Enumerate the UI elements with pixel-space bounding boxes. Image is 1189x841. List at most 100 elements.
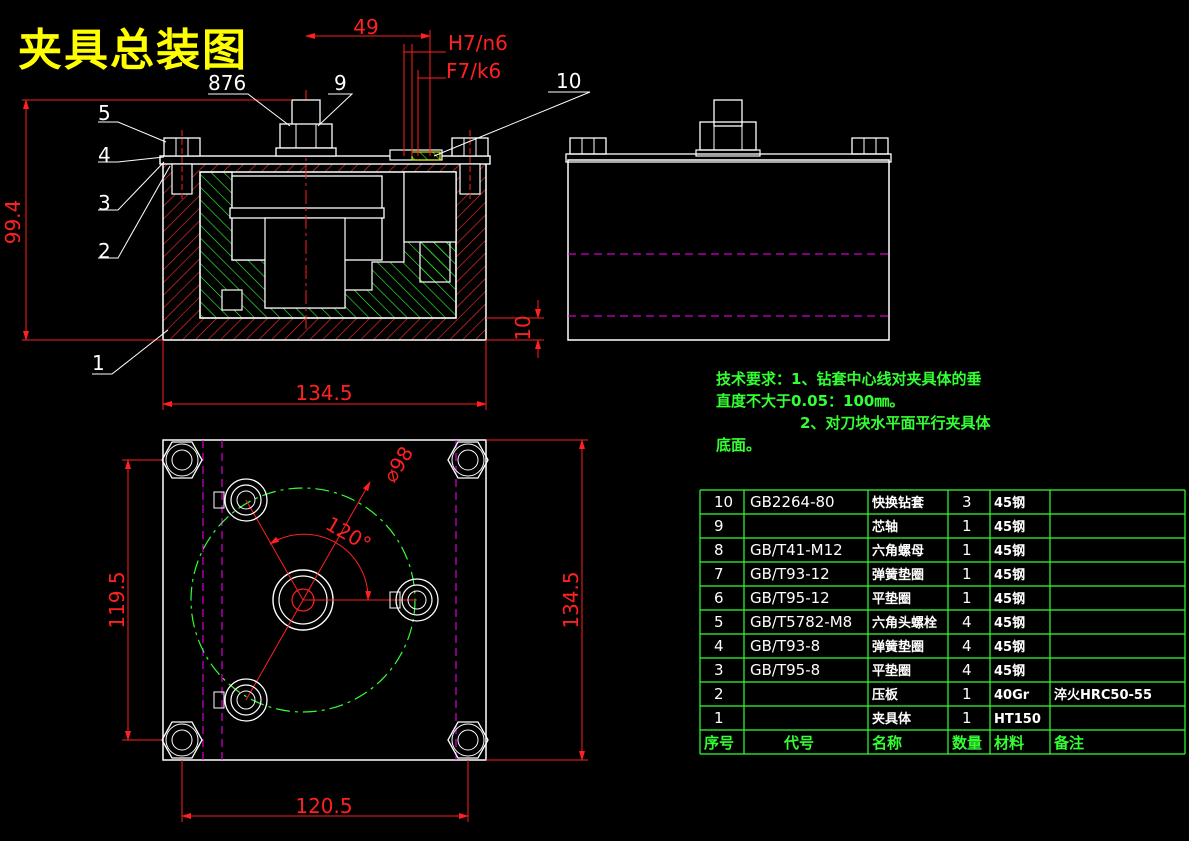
bom-cell-code: GB/T95-8 xyxy=(750,661,820,679)
leader-876: 876 xyxy=(208,71,246,95)
bom-cell-qty: 1 xyxy=(962,589,972,607)
leader-labels: 876 9 10 5 4 3 2 1 xyxy=(92,69,581,375)
bom-header-no: 序号 xyxy=(704,734,734,752)
part-leaders xyxy=(92,91,591,375)
bom-header-remark: 备注 xyxy=(1053,734,1084,752)
fit-f7k6: F7/k6 xyxy=(446,59,501,83)
dim-angle-120: 120° xyxy=(322,511,376,556)
dim-134-5-front: 134.5 xyxy=(295,381,352,405)
bom-cell-no: 9 xyxy=(714,517,724,535)
bom-cell-no: 8 xyxy=(714,541,724,559)
bom-header-code: 代号 xyxy=(783,734,814,752)
bom-cell-material: 45钢 xyxy=(994,615,1025,631)
bom-cell-code: GB/T93-12 xyxy=(750,565,830,583)
corner-bolt-tl xyxy=(161,441,203,479)
bom-cell-no: 3 xyxy=(714,661,724,679)
drawing-title: 夹具总装图 xyxy=(18,25,248,76)
right-bolt-assembly xyxy=(451,130,489,200)
bom-cell-qty: 4 xyxy=(962,613,972,631)
tech-req-line3: 2、对刀块水平面平行夹具体 xyxy=(800,414,991,432)
bom-cell-name: 快换钻套 xyxy=(872,495,925,511)
leader-9: 9 xyxy=(334,71,347,95)
side-pocket xyxy=(403,171,457,243)
front-section-view xyxy=(159,90,491,341)
bom-cell-name: 芯轴 xyxy=(872,519,898,535)
dim-119-5: 119.5 xyxy=(105,571,129,628)
bom-cell-no: 1 xyxy=(714,709,724,727)
side-view xyxy=(565,99,892,341)
dimension-labels: 49 H7/n6 F7/k6 99.4 10 134.5 119.5 134.5… xyxy=(1,15,583,818)
guide-bore xyxy=(419,241,451,283)
tech-req-line4: 底面。 xyxy=(716,436,762,454)
dim-diameter-98: ⌀98 xyxy=(378,442,418,487)
center-nut-assembly xyxy=(275,99,337,157)
leader-5: 5 xyxy=(98,101,111,125)
bom-cell-name: 弹簧垫圈 xyxy=(872,567,924,583)
bom-cell-no: 6 xyxy=(714,589,724,607)
bom-cell-material: HT150 xyxy=(994,712,1041,727)
bom-cell-name: 平垫圈 xyxy=(872,663,911,679)
small-key xyxy=(221,289,243,311)
dimensions xyxy=(22,30,588,822)
bom-header-name: 名称 xyxy=(872,734,902,752)
corner-bolt-tr xyxy=(447,441,489,479)
bom-cell-name: 六角螺母 xyxy=(872,543,924,559)
bom-cell-code: GB/T93-8 xyxy=(750,637,820,655)
dim-99-4: 99.4 xyxy=(1,200,25,245)
bom-header-qty: 数量 xyxy=(952,734,982,752)
tech-req-line2: 直度不大于0.05：100㎜。 xyxy=(716,392,905,410)
mandrel-flange xyxy=(229,207,385,219)
bom-cell-no: 5 xyxy=(714,613,724,631)
bom-cell-name: 夹具体 xyxy=(872,711,912,727)
bom-cell-name: 六角头螺栓 xyxy=(872,615,937,631)
leader-10: 10 xyxy=(556,69,581,93)
bom-cell-qty: 1 xyxy=(962,709,972,727)
bom-cell-code: GB/T5782-M8 xyxy=(750,613,852,631)
bom-cell-material: 45钢 xyxy=(994,495,1025,511)
bom-cell-remark: 淬火HRC50-55 xyxy=(1054,687,1152,703)
corner-bolt-br xyxy=(447,721,489,759)
bom-cell-code: GB2264-80 xyxy=(750,493,835,511)
bom-cell-material: 45钢 xyxy=(994,567,1025,583)
bom-cell-qty: 3 xyxy=(962,493,972,511)
bom-cell-qty: 4 xyxy=(962,661,972,679)
leader-1: 1 xyxy=(92,351,105,375)
dim-10: 10 xyxy=(511,315,535,340)
mandrel-shaft xyxy=(264,217,346,309)
bom-cell-material: 40Gr xyxy=(994,688,1030,703)
dim-134-5-side: 134.5 xyxy=(559,571,583,628)
bom-cell-material: 45钢 xyxy=(994,591,1025,607)
leader-3: 3 xyxy=(98,191,111,215)
corner-bolt-bl xyxy=(161,721,203,759)
fit-h7n6: H7/n6 xyxy=(448,31,508,55)
drill-bushing xyxy=(389,149,443,161)
bom-cell-name: 弹簧垫圈 xyxy=(872,639,924,655)
top-view xyxy=(161,439,489,761)
bom-cell-material: 45钢 xyxy=(994,663,1025,679)
bom-cell-no: 7 xyxy=(714,565,724,583)
bom-cell-no: 4 xyxy=(714,637,724,655)
bom-cell-name: 压板 xyxy=(872,687,899,703)
bom-cell-qty: 4 xyxy=(962,637,972,655)
bom-header-material: 材料 xyxy=(994,734,1024,752)
bom-cell-no: 2 xyxy=(714,685,724,703)
bom-cell-qty: 1 xyxy=(962,565,972,583)
bom-cell-qty: 1 xyxy=(962,685,972,703)
bom-cell-code: GB/T95-12 xyxy=(750,589,830,607)
dim-49: 49 xyxy=(353,15,378,39)
bom-table: 10 GB2264-80 快换钻套 3 45钢 9 芯轴 1 45钢 8 GB/T41-M12 六角螺… xyxy=(699,489,1186,755)
bom-cell-material: 45钢 xyxy=(994,639,1025,655)
bushing-top-left xyxy=(213,478,268,522)
bushing-bottom-left xyxy=(213,678,268,722)
bom-cell-code: GB/T41-M12 xyxy=(750,541,843,559)
bom-cell-material: 45钢 xyxy=(994,519,1025,535)
leader-4: 4 xyxy=(98,143,111,167)
left-bolt-assembly xyxy=(163,130,201,200)
bom-cell-name: 平垫圈 xyxy=(872,591,911,607)
bom-cell-material: 45钢 xyxy=(994,543,1025,559)
bushing-right xyxy=(389,578,439,622)
bom-cell-no: 10 xyxy=(714,493,733,511)
tech-req-line1: 技术要求：1、钻套中心线对夹具体的垂 xyxy=(716,370,982,388)
dim-120-5: 120.5 xyxy=(295,794,352,818)
